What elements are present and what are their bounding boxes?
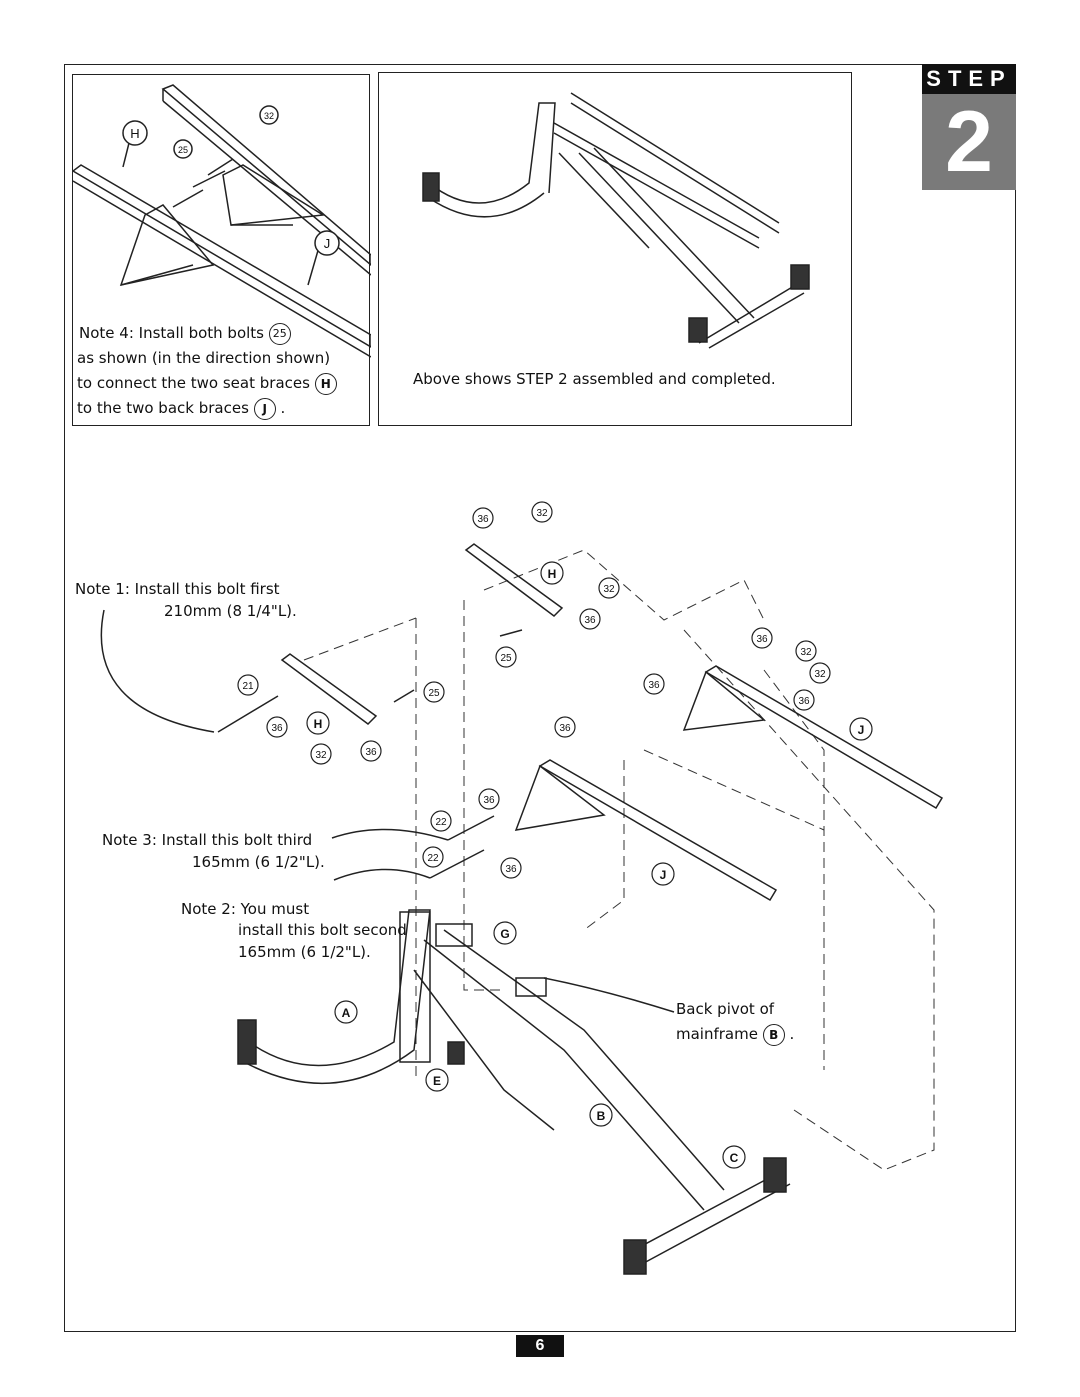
- ref-j: J: [253, 397, 276, 420]
- step-label: STEP: [922, 64, 1016, 94]
- callout-e: E: [425, 1068, 449, 1092]
- svg-text:36: 36: [477, 514, 489, 525]
- svg-text:E: E: [433, 1074, 441, 1088]
- note4-line4-row: to the two back braces J .: [77, 396, 285, 421]
- detail-panel: H J 25 32 Note 4: Install both bolts 25 …: [72, 74, 371, 426]
- svg-text:25: 25: [500, 653, 512, 664]
- ref-25: 25: [268, 322, 291, 345]
- callout-36d: 36: [360, 740, 382, 762]
- note4-line3: to connect the two seat braces: [77, 374, 310, 392]
- svg-text:25: 25: [428, 688, 440, 699]
- svg-text:36: 36: [483, 795, 495, 806]
- back-pivot-line2-row: mainframe B .: [676, 1023, 794, 1046]
- svg-text:32: 32: [814, 669, 826, 680]
- callout-32d: 32: [795, 640, 817, 662]
- note4-line4: to the two back braces: [77, 399, 249, 417]
- callout-21: 21: [237, 674, 259, 696]
- back-pivot-ref: B: [762, 1023, 785, 1046]
- callout-36i: 36: [478, 788, 500, 810]
- svg-text:36: 36: [505, 864, 517, 875]
- note2-line2: install this bolt second: [238, 921, 407, 939]
- ref-h: H: [314, 372, 337, 395]
- callout-36b: 36: [579, 608, 601, 630]
- svg-text:36: 36: [584, 615, 596, 626]
- svg-text:G: G: [500, 927, 509, 941]
- callout-j-mid: J: [651, 862, 675, 886]
- callout-22b: 22: [422, 846, 444, 868]
- seat-brace-detail-drawing: H J 25 32: [73, 84, 371, 358]
- back-pivot-line2: mainframe: [676, 1025, 758, 1043]
- note1-line2: 210mm (8 1/4"L).: [164, 602, 297, 620]
- note4-line1-row: Note 4: Install both bolts 25: [79, 321, 291, 346]
- callout-32b: 32: [598, 577, 620, 599]
- label-25: 25: [178, 145, 188, 155]
- back-pivot-line1: Back pivot of: [676, 1000, 775, 1018]
- callout-36g: 36: [793, 689, 815, 711]
- svg-text:36: 36: [648, 680, 660, 691]
- callout-g: G: [493, 921, 517, 945]
- page-border: [64, 64, 1016, 1332]
- svg-text:32: 32: [315, 750, 327, 761]
- svg-text:22: 22: [435, 817, 447, 828]
- callout-c: C: [722, 1145, 746, 1169]
- callout-b: B: [589, 1103, 613, 1127]
- step-badge: STEP 2: [922, 64, 1016, 190]
- callout-22a: 22: [430, 810, 452, 832]
- svg-text:36: 36: [271, 723, 283, 734]
- page-number: 6: [516, 1335, 564, 1357]
- svg-text:22: 22: [427, 853, 439, 864]
- note4-period: .: [280, 399, 286, 417]
- callout-32a: 32: [531, 501, 553, 523]
- callout-36a: 36: [472, 507, 494, 529]
- back-pivot-period: .: [789, 1025, 795, 1043]
- svg-text:B: B: [597, 1109, 606, 1123]
- svg-text:C: C: [730, 1151, 739, 1165]
- note2-line1: Note 2: You must: [181, 900, 310, 918]
- callout-36f: 36: [643, 673, 665, 695]
- callout-j-right: J: [849, 717, 873, 741]
- callout-h-top: H: [540, 561, 564, 585]
- svg-text:32: 32: [800, 647, 812, 658]
- callout-a: A: [334, 1000, 358, 1024]
- note3-line1: Note 3: Install this bolt third: [102, 831, 313, 849]
- label-32: 32: [264, 111, 274, 121]
- svg-text:36: 36: [559, 723, 571, 734]
- svg-text:J: J: [858, 723, 865, 737]
- callout-36e: 36: [751, 627, 773, 649]
- assembled-caption: Above shows STEP 2 assembled and complet…: [413, 370, 776, 388]
- assembled-drawing: [422, 92, 810, 349]
- svg-text:21: 21: [242, 681, 254, 692]
- svg-text:32: 32: [603, 584, 615, 595]
- callout-36c: 36: [266, 716, 288, 738]
- note2-line3: 165mm (6 1/2"L).: [238, 943, 371, 961]
- callout-36h: 36: [554, 716, 576, 738]
- svg-text:H: H: [548, 567, 557, 581]
- callout-32c: 32: [310, 743, 332, 765]
- note3-line2: 165mm (6 1/2"L).: [192, 853, 325, 871]
- svg-text:H: H: [314, 717, 323, 731]
- callout-h-left: H: [306, 711, 330, 735]
- label-j: J: [324, 236, 331, 251]
- callout-25b: 25: [423, 681, 445, 703]
- note4-line2: as shown (in the direction shown): [77, 349, 331, 367]
- callout-36j: 36: [500, 857, 522, 879]
- step-number: 2: [922, 94, 1016, 190]
- svg-text:J: J: [660, 868, 667, 882]
- note1-line1: Note 1: Install this bolt first: [75, 580, 280, 598]
- svg-text:36: 36: [756, 634, 768, 645]
- svg-text:32: 32: [536, 508, 548, 519]
- exploded-assembly-drawing: 36 32 H 32 36 25 21 36 H 25 32 36 36 32 …: [100, 501, 944, 1275]
- callout-25a: 25: [495, 646, 517, 668]
- assembled-panel: Above shows STEP 2 assembled and complet…: [378, 72, 852, 426]
- svg-text:36: 36: [798, 696, 810, 707]
- svg-text:A: A: [342, 1006, 351, 1020]
- note4-line1: Note 4: Install both bolts: [79, 324, 264, 342]
- label-h: H: [130, 126, 139, 141]
- callout-32e: 32: [809, 662, 831, 684]
- svg-text:36: 36: [365, 747, 377, 758]
- note4-line3-row: to connect the two seat braces H: [77, 371, 337, 396]
